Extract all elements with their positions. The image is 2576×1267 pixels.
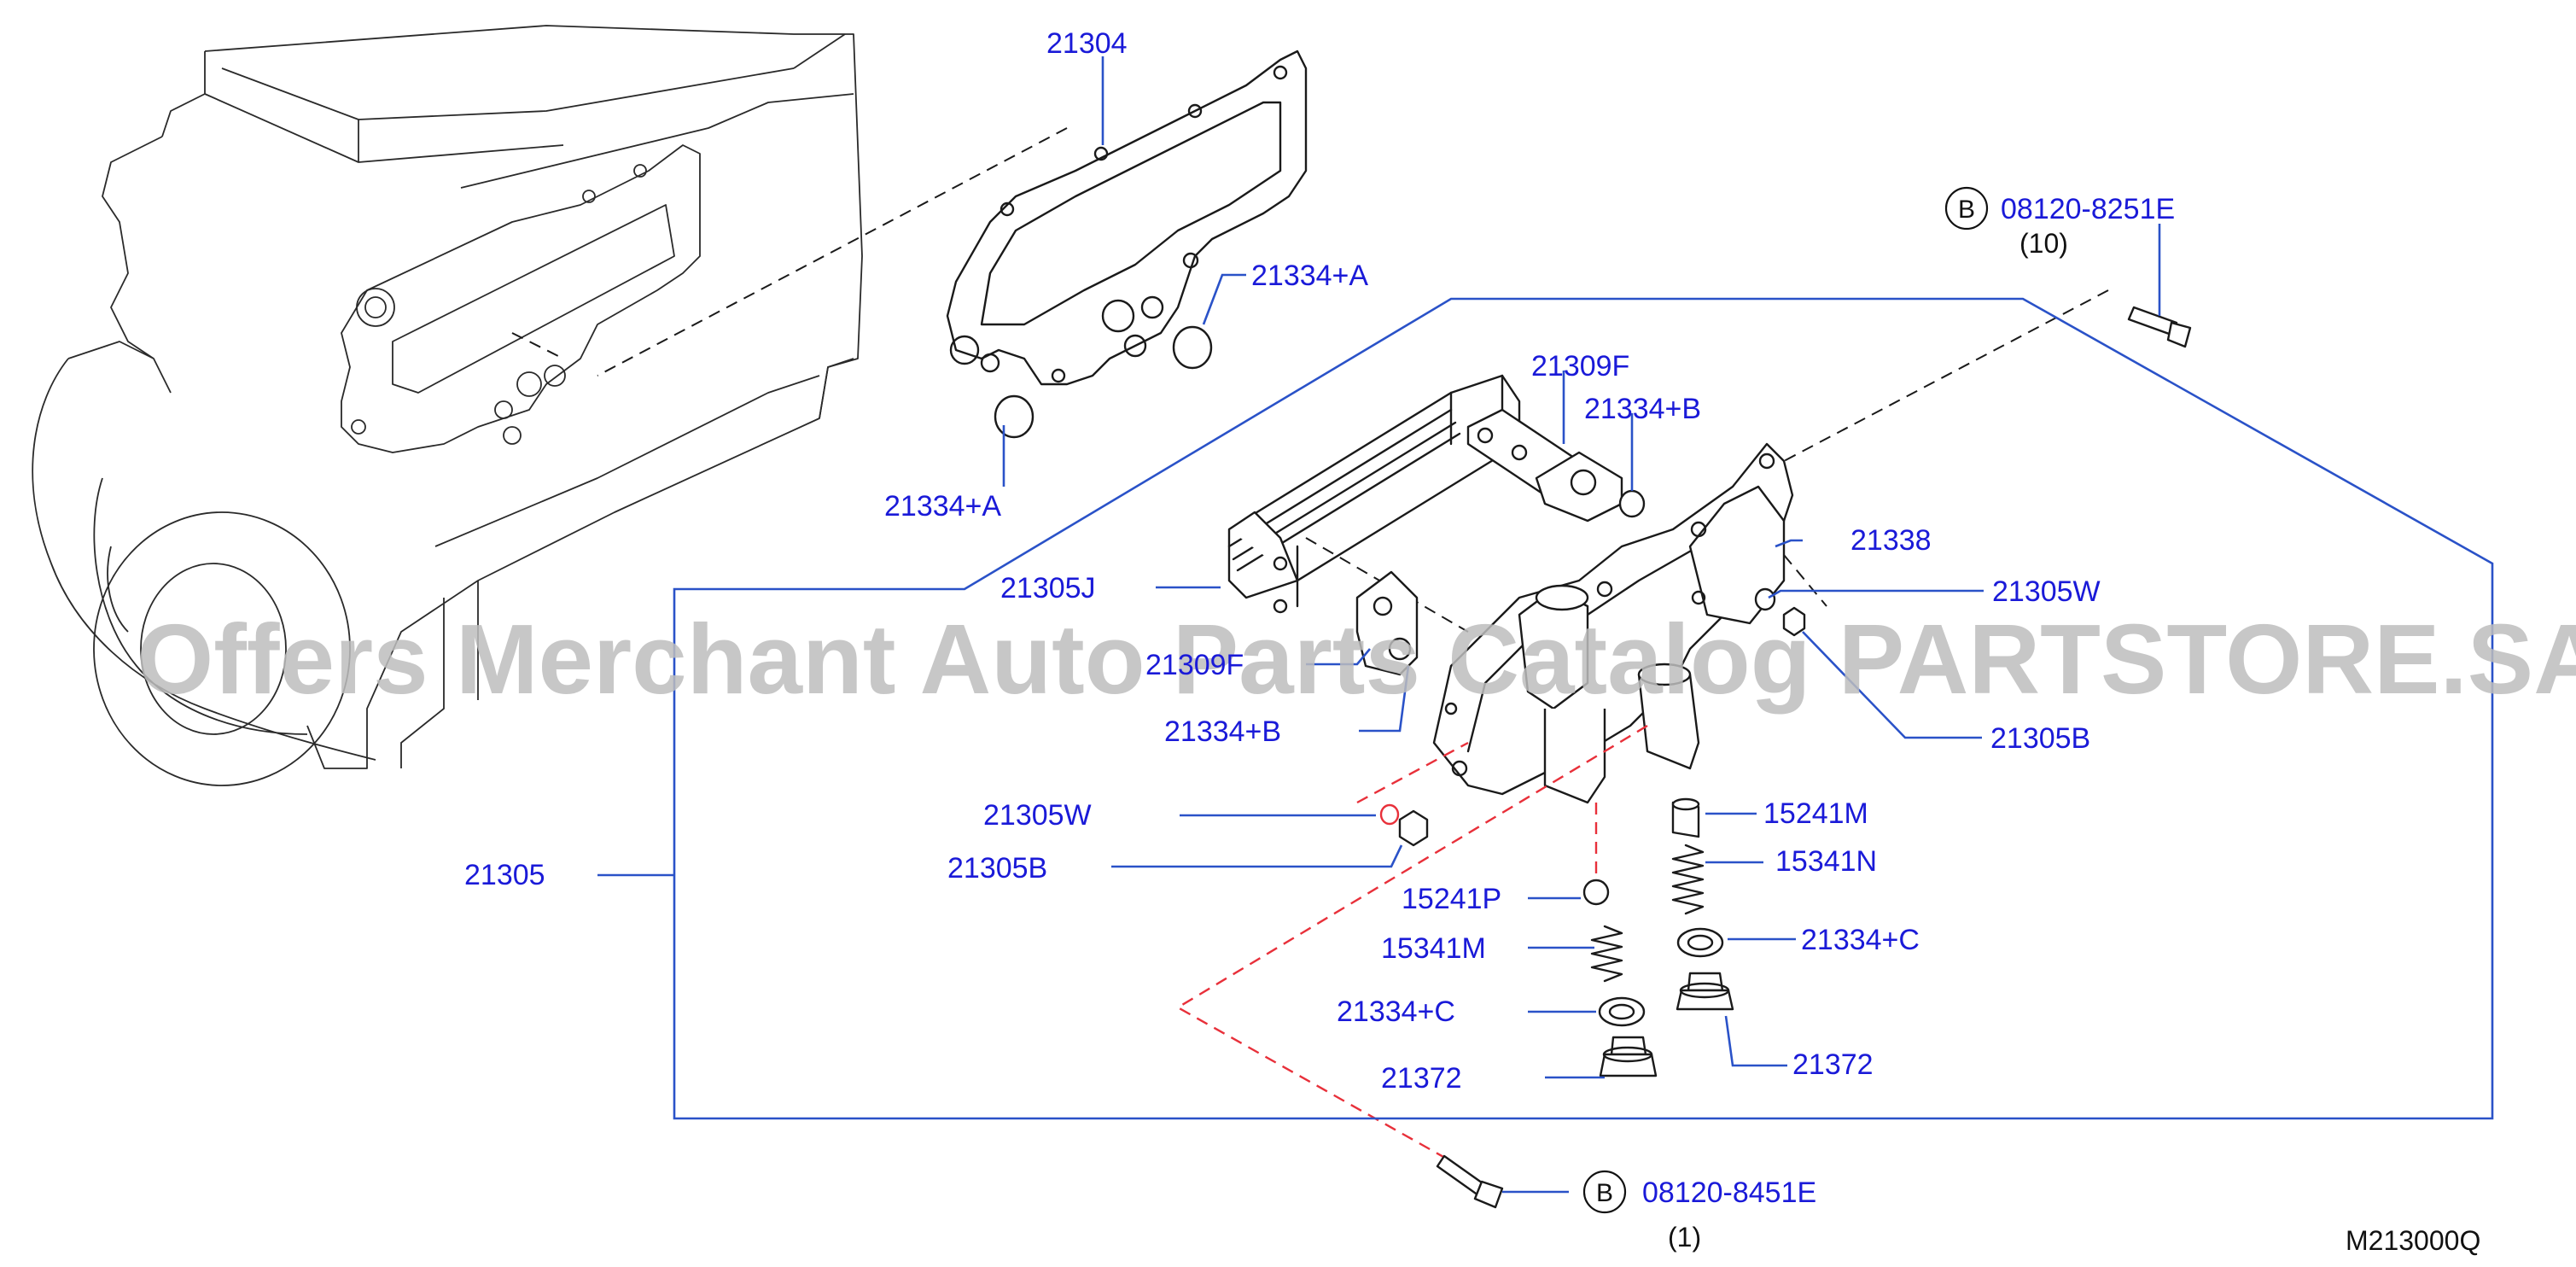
label-21305: 21305 (464, 859, 545, 891)
engine-block-outline (67, 25, 863, 769)
label-21305B-left: 21305B (947, 852, 1047, 885)
spacer-hole (1570, 469, 1597, 496)
o-ring-21334A-left (994, 394, 1034, 439)
label-15341M: 15341M (1381, 932, 1486, 965)
assembly-line-top-bolt (1783, 289, 2109, 462)
label-21338: 21338 (1850, 524, 1932, 557)
assembly-line-gasket (597, 127, 1068, 377)
bolt-bottom (1436, 1154, 1504, 1209)
callout-b-circle-bottom (1582, 1170, 1627, 1214)
label-21334C-right: 21334+C (1801, 924, 1920, 956)
assembly-line-stud (1783, 554, 1827, 607)
assembly-frame-21305 (673, 297, 2494, 1120)
label-21334A-top: 21334+A (1251, 260, 1368, 292)
plug-21372-right (1676, 972, 1734, 1011)
label-21372-left: 21372 (1381, 1062, 1462, 1095)
label-21334A-bottom: 21334+A (884, 490, 1001, 523)
bolt-top-part-number: 08120-8251E (2001, 193, 2175, 225)
label-21305B-right: 21305B (1990, 722, 2090, 755)
label-21334B-bottom: 21334+B (1164, 715, 1281, 748)
callout-b-letter-bottom: B (1596, 1179, 1613, 1207)
label-21305J: 21305J (1000, 572, 1096, 604)
oil-cooler-gasket (946, 50, 1308, 386)
label-21309F: 21309F (1531, 350, 1629, 382)
washer-21334C-left (1598, 996, 1646, 1027)
label-21334B-top: 21334+B (1584, 393, 1701, 425)
watermark-text: Offers Merchant Auto Parts Catalog PARTS… (137, 604, 2576, 715)
assembly-line-cooler (1305, 537, 1469, 633)
callout-bolt-bottom: B 08120-8451E (1) (1582, 1170, 1816, 1252)
washer-21334C-right (1676, 927, 1724, 958)
o-ring-21334A-right (1172, 325, 1213, 370)
o-ring-21334B-top (1618, 489, 1646, 518)
label-21304: 21304 (1046, 27, 1128, 60)
oil-cooler-core (1227, 374, 1521, 614)
drawing-code: M213000Q (2346, 1225, 2480, 1256)
nut-21305B-left (1398, 809, 1429, 847)
flywheel-housing (32, 358, 376, 786)
relief-valve-15241M (1671, 797, 1700, 838)
label-21334C-left: 21334+C (1337, 996, 1455, 1028)
label-21372-right: 21372 (1792, 1048, 1874, 1081)
bolt-top (2127, 306, 2192, 348)
bolt-top-qty: (10) (2019, 228, 2068, 259)
washer-21305W-right (1754, 587, 1776, 611)
label-21305W-right: 21305W (1992, 575, 2101, 608)
oil-filter-bracket-housing (1432, 442, 1794, 804)
hidden-line-plug-bolt (1175, 724, 1648, 1163)
label-15341N: 15341N (1775, 845, 1877, 878)
block-gasket-outline (341, 144, 701, 453)
hidden-line-nut (1356, 741, 1469, 804)
bolt-bottom-part-number: 08120-8451E (1642, 1176, 1816, 1209)
washer-21305W-left (1379, 803, 1400, 826)
plug-21372-left (1599, 1036, 1658, 1077)
valve-spring-15341N (1671, 844, 1705, 915)
nut-21305B-right (1782, 606, 1806, 637)
assembly-line-block (511, 332, 564, 359)
callout-b-letter-top: B (1958, 196, 1975, 224)
callout-b-circle-top (1944, 186, 1989, 231)
bolt-bottom-qty: (1) (1668, 1222, 1701, 1252)
check-ball-15241P (1582, 879, 1610, 906)
label-15241M: 15241M (1763, 797, 1868, 830)
valve-spring-15341M (1590, 925, 1623, 983)
label-21309F-hidden: 21309F (1145, 649, 1244, 681)
label-21305W-left: 21305W (983, 799, 1092, 832)
callout-bolt-top: B 08120-8251E (10) (1944, 186, 2175, 259)
leader-lines (597, 56, 2161, 1194)
label-15241P: 15241P (1402, 883, 1501, 915)
